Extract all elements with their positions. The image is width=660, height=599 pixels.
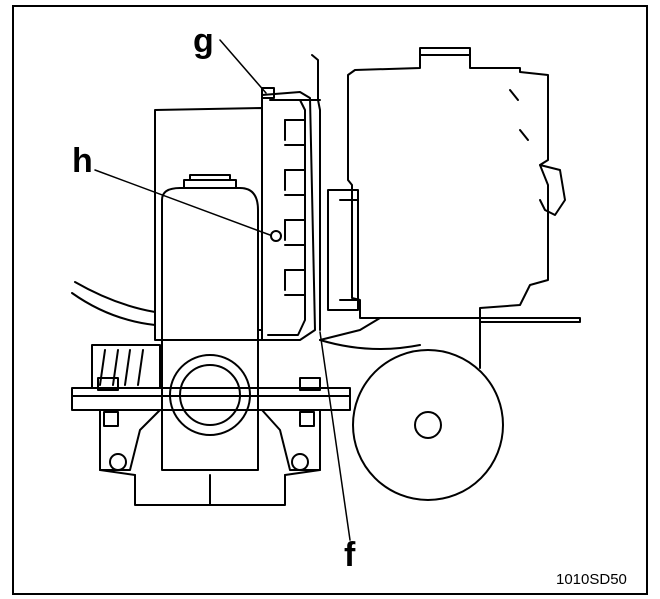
mounting-base: [72, 345, 350, 505]
engine-block: [348, 48, 565, 318]
leader-lines: [95, 40, 350, 540]
hose: [72, 282, 155, 325]
leader-line-h: [95, 170, 270, 235]
callout-label-f: f: [344, 536, 356, 574]
flywheel-housing: [300, 55, 358, 330]
engine-bracket-and-wheel: [320, 318, 580, 500]
figure-id: 1010SD50: [556, 571, 627, 588]
pump-outlet: [170, 355, 250, 435]
leader-line-g: [220, 40, 266, 93]
tank-housing: [155, 108, 262, 470]
figure-frame: [12, 5, 648, 595]
pump-body: [262, 88, 315, 340]
leader-line-f: [320, 332, 350, 540]
callout-label-g: g: [193, 22, 214, 60]
callout-label-h: h: [72, 142, 93, 180]
